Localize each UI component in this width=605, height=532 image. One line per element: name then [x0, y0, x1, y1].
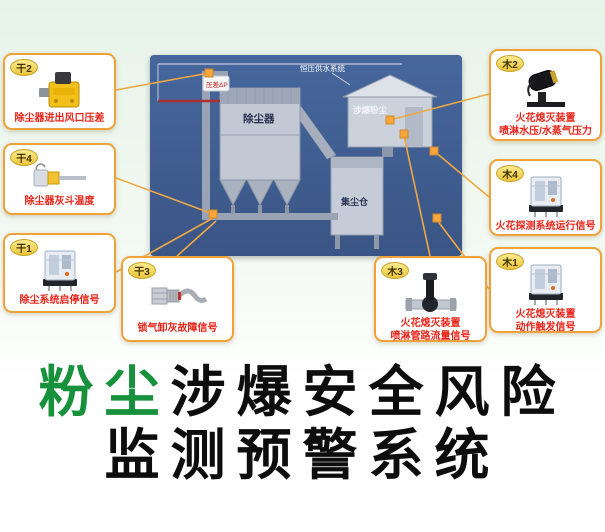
sensor-label-line: 喷淋管路流量信号	[390, 331, 471, 342]
sensor-label: 火花熄灭装置 动作触发信号	[514, 306, 578, 339]
page-title: 粉尘涉爆安全风险 监测预警系统	[0, 362, 605, 485]
sensor-label-line: 除尘系统启停信号	[19, 295, 100, 306]
spark-extinguisher-pressure-sensor-image	[491, 54, 600, 110]
callout-wood-2: 木2 火花熄灭装置 喷淋水压/水蒸气压力	[489, 49, 602, 141]
pressure-differential-switch-image	[5, 58, 114, 110]
callout-dry-3: 干3 锁气卸灰故障信号	[121, 256, 234, 342]
relay-image	[5, 238, 114, 292]
dust-collector-label: 除尘器	[243, 112, 275, 125]
pressure-gauge-label: 压差ΔP	[206, 80, 228, 89]
sensor-label: 除尘系统启停信号	[18, 292, 102, 312]
temperature-sensor-image	[5, 148, 114, 193]
callout-dry-4: 干4 除尘器灰斗温度	[3, 143, 116, 215]
sensor-badge: 木1	[496, 253, 524, 270]
sensor-label-line: 除尘器灰斗温度	[24, 196, 95, 207]
sensor-label-line: 火花熄灭装置	[400, 318, 461, 329]
sensor-label: 火花探测系统运行信号	[494, 218, 598, 238]
callout-dry-2: 干2 除尘器进出风口压差	[3, 53, 116, 130]
sensor-label-line: 锁气卸灰故障信号	[137, 323, 218, 334]
sensor-label: 除尘器进出风口压差	[13, 110, 107, 130]
title-line-2: 监测预警系统	[104, 424, 501, 486]
sensor-badge: 木3	[381, 262, 409, 279]
explosive-dust-label: 涉爆粉尘	[353, 105, 388, 115]
sensor-label: 除尘器灰斗温度	[23, 193, 97, 213]
sensor-badge: 木4	[496, 165, 524, 182]
title-rest: 涉爆安全风险	[170, 361, 567, 423]
sensor-label-line: 动作触发信号	[515, 322, 576, 333]
sensor-label: 锁气卸灰故障信号	[136, 320, 220, 340]
sensor-label: 火花熄灭装置 喷淋水压/水蒸气压力	[497, 110, 594, 143]
building-roof	[342, 74, 438, 98]
sensor-badge: 木2	[496, 55, 524, 72]
sensor-label: 火花熄灭装置 喷淋管路流量信号	[389, 315, 473, 348]
callout-dry-1: 干1 除尘系统启停信号	[3, 233, 116, 313]
spray-line-flow-sensor-image	[376, 261, 485, 315]
relay-image	[491, 252, 600, 306]
sensor-label-line: 火花熄灭装置	[515, 113, 576, 124]
dust-bin-label: 集尘仓	[340, 196, 369, 207]
sensor-label-line: 喷淋水压/水蒸气压力	[499, 126, 592, 137]
dust-bin	[330, 156, 384, 236]
airlock-fault-sensor-image	[123, 261, 232, 320]
sensor-badge: 干3	[128, 262, 156, 279]
title-line-1: 粉尘涉爆安全风险	[0, 362, 605, 422]
water-system-label: 恒压供水系统	[300, 63, 345, 73]
title-highlight: 粉尘	[38, 361, 171, 423]
system-diagram-panel: 恒压供水系统 涉爆粉尘 集尘仓	[150, 55, 462, 256]
callout-wood-1: 木1 火花熄灭装置 动作触发信号	[489, 247, 602, 333]
callout-wood-3: 木3 火花熄灭装置 喷淋管路流量信号	[374, 256, 487, 342]
sensor-label-line: 除尘器进出风口压差	[14, 113, 105, 124]
system-diagram: 恒压供水系统 涉爆粉尘 集尘仓	[157, 63, 438, 249]
sensor-badge: 干4	[10, 149, 38, 166]
sensor-badge: 干2	[10, 59, 38, 76]
sensor-label-line: 火花探测系统运行信号	[495, 221, 596, 232]
sensor-badge: 干1	[10, 239, 38, 256]
callout-wood-4: 木4 火花探测系统运行信号	[489, 159, 602, 236]
sensor-label-line: 火花熄灭装置	[515, 309, 576, 320]
relay-image	[491, 164, 600, 218]
